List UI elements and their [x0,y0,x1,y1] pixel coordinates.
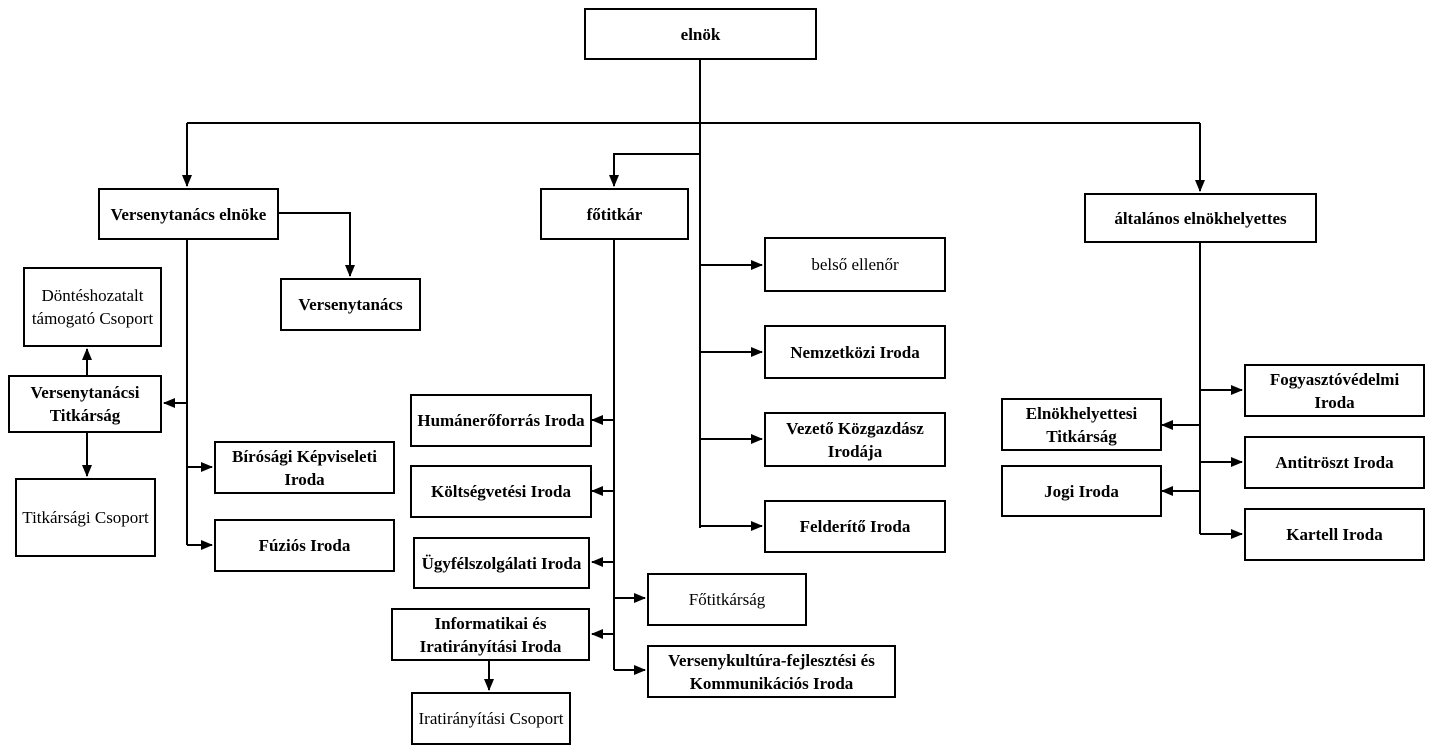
node-iratiranyitasi-csoport: Iratirányítási Csoport [411,692,571,745]
connector-to-fotitkar [609,153,700,187]
node-donteshozatalt-tamogato-csoport: Döntéshozatalt támogató Csoport [23,267,162,347]
node-informatikai-es-iratiranyitasi-iroda: Informatikai és Iratirányítási Iroda [391,608,590,661]
node-koltsegvetesi-iroda: Költségvetési Iroda [410,465,592,518]
node-jogi-iroda: Jogi Iroda [1001,465,1162,517]
node-altalanos-elnokhelyettes: általános elnökhelyettes [1084,193,1317,243]
node-fotitkar: főtitkár [540,188,689,240]
connector-to-versenytanacs [279,212,355,277]
node-vezeto-kozgazdasz-irodaja: Vezető Közgazdász Irodája [764,412,946,467]
node-fuzios-iroda: Fúziós Iroda [214,519,395,572]
node-antitroszt-iroda: Antitröszt Iroda [1244,436,1425,489]
node-kartell-iroda: Kartell Iroda [1244,508,1425,561]
node-humaneroforras-iroda: Humánerőforrás Iroda [410,394,592,447]
node-titkarsagi-csoport: Titkársági Csoport [15,478,156,557]
node-versenytanacs: Versenytanács [280,278,421,331]
node-belso-ellenor: belső ellenőr [764,237,946,292]
node-versenytanacs-elnoke: Versenytanács elnöke [98,188,279,240]
node-nemzetkozi-iroda: Nemzetközi Iroda [764,325,946,379]
node-elnok: elnök [584,8,817,60]
node-birosagi-kepviseleti-iroda: Bírósági Képviseleti Iroda [214,441,395,494]
node-versenytanacsi-titkarsag: Versenytanácsi Titkárság [8,375,162,433]
node-elnokhelyettesi-titkarsag: Elnökhelyettesi Titkárság [1001,398,1162,451]
node-versenykultura-fejlesztesi-es-kommunikacios-iroda: Versenykultúra-fejlesztési és Kommunikác… [647,645,896,698]
node-fotitkarsag: Főtitkárság [647,573,807,626]
node-ugyfelszolgalati-iroda: Ügyfélszolgálati Iroda [413,537,590,589]
node-felderito-iroda: Felderítő Iroda [764,500,946,553]
node-fogyasztovedelmi-iroda: Fogyasztóvédelmi Iroda [1244,364,1425,417]
